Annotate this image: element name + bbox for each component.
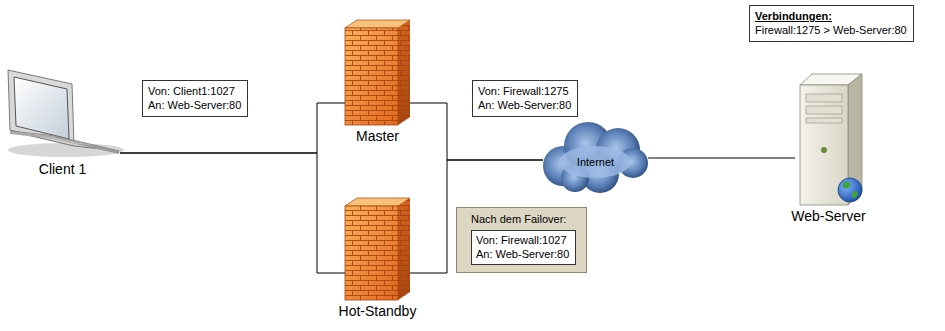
cloud-label: Internet (577, 156, 614, 168)
packet-box: Von: Client1:1027An: Web-Server:80 (142, 80, 248, 117)
device-label: Client 1 (39, 161, 86, 177)
laptop-lid (8, 70, 74, 145)
laptop-screen (14, 77, 69, 139)
network-link (120, 153, 345, 273)
globe-land (843, 182, 858, 199)
packet-text: An: Web-Server:80 (148, 98, 241, 112)
packet-box: Von: Firewall:1027An: Web-Server:80 (471, 230, 576, 265)
globe-icon (838, 178, 862, 202)
network-link (648, 158, 795, 159)
server-bay (806, 106, 842, 114)
firewall-side-bricks (398, 20, 410, 125)
firewall-bricks (345, 28, 398, 125)
packet-text: Von: Client1:1027 (148, 84, 241, 98)
client-node: Client 1 (5, 70, 120, 158)
device-label: Master (356, 128, 399, 144)
panel-heading: Nach dem Failover: (471, 212, 576, 226)
server-node: Web-Server (795, 72, 862, 205)
server-bay (806, 94, 842, 102)
firewall-node: Master (345, 20, 410, 125)
connection-table: Verbindungen:Firewall:1275 > Web-Server:… (749, 5, 914, 42)
panel-heading: Verbindungen: (755, 9, 907, 23)
packet-text: Von: Firewall:1275 (478, 84, 571, 98)
server-bay (806, 118, 842, 123)
cloud-shape (543, 122, 648, 193)
firewall-front (345, 28, 398, 125)
device-label: Web-Server (791, 208, 865, 224)
firewall-node: Hot-Standby (345, 198, 410, 300)
packet-text: An: Web-Server:80 (478, 98, 571, 112)
cloud-highlight (559, 146, 631, 178)
server-led (821, 147, 827, 153)
laptop-keyboard (30, 134, 96, 146)
packet-box: Von: Firewall:1275An: Web-Server:80 (472, 80, 578, 117)
firewall-side-bricks (398, 198, 410, 300)
server-icon (800, 74, 862, 205)
firewall-side (398, 198, 410, 300)
firewall-bricks (345, 206, 398, 300)
firewall-side (398, 20, 410, 125)
firewall-icon (345, 198, 410, 300)
packet-text: An: Web-Server:80 (476, 247, 569, 261)
firewall-icon (345, 20, 410, 125)
internet-cloud: Internet (543, 122, 648, 198)
failover-panel: Nach dem Failover: Von: Firewall:1027An: … (456, 207, 587, 273)
laptop-edge (55, 136, 119, 154)
packet-text: Firewall:1275 > Web-Server:80 (755, 23, 907, 37)
laptop-icon (8, 70, 124, 157)
firewall-front (345, 206, 398, 300)
packet-text: Von: Firewall:1027 (476, 233, 569, 247)
device-label: Hot-Standby (339, 303, 417, 319)
